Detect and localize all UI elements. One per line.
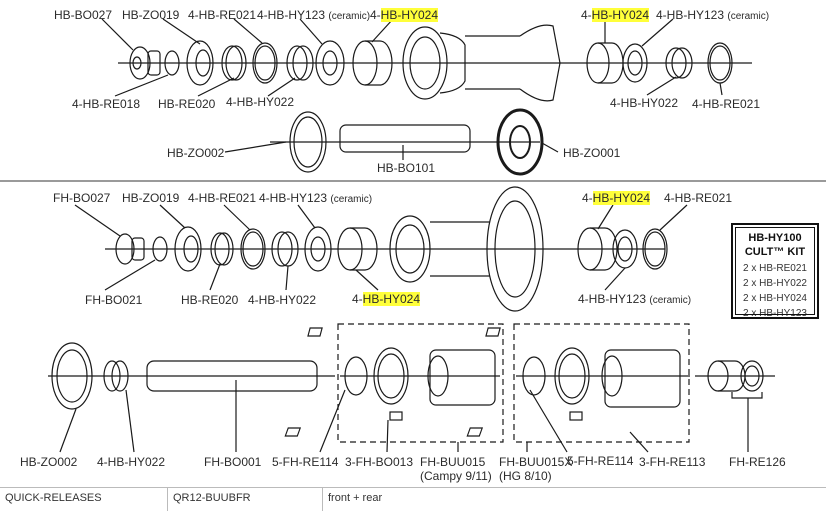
part-label-hb-zo002: HB-ZO002	[20, 455, 78, 469]
part-label-fh-bo001: FH-BO001	[204, 455, 262, 469]
part-label-fh-buu015: FH-BUU015 (Campy 9/11)	[420, 455, 492, 483]
part-label-4-hb-hy024-right: 4-HB-HY024	[581, 8, 650, 22]
part-label-hb-zo019: HB-ZO019	[122, 191, 180, 205]
part-label-3-fh-bo013: 3-FH-BO013	[345, 455, 414, 469]
highlighted-part-code: HB-HY024	[592, 191, 651, 205]
part-label-4-hb-hy024-right: 4-HB-HY024	[582, 191, 651, 205]
kit-row: 2 x HB-RE021	[743, 263, 807, 274]
part-code: FH-BUU015	[420, 455, 486, 469]
part-note: (HG 8/10)	[499, 469, 552, 483]
part-label-4-hb-hy123-right: 4-HB-HY123 (ceramic)	[656, 8, 769, 24]
part-prefix: 4-	[370, 8, 381, 22]
part-code: FH-BUU015X	[499, 455, 573, 469]
part-label-hb-bo027: HB-BO027	[54, 8, 113, 22]
part-label-fh-re126: FH-RE126	[729, 455, 786, 469]
kit-row: 2 x HB-HY022	[743, 278, 807, 289]
part-label-4-hb-hy022: 4-HB-HY022	[226, 95, 295, 109]
part-label-4-hb-re018: 4-HB-RE018	[72, 97, 141, 111]
part-label-hb-zo019: HB-ZO019	[122, 8, 180, 22]
part-label-5-fh-re114: 5-FH-RE114	[272, 455, 339, 469]
kit-row: 2 x HB-HY123	[743, 308, 807, 319]
part-prefix: 4-	[352, 292, 363, 306]
part-note: (ceramic)	[330, 194, 373, 205]
part-label-4-hb-re021: 4-HB-RE021	[188, 191, 257, 205]
part-label-fh-bo021: FH-BO021	[85, 293, 143, 307]
footer-code: QR12-BUUBFR	[168, 488, 323, 511]
part-label-fh-bo027: FH-BO027	[53, 191, 111, 205]
part-label-5-fh-re114-right: 5-FH-RE114	[567, 454, 634, 468]
part-label-hb-re020: HB-RE020	[158, 97, 216, 111]
part-note: (ceramic)	[649, 295, 692, 306]
part-label-4-hb-hy123-right: 4-HB-HY123 (ceramic)	[578, 292, 691, 308]
highlighted-part-code: HB-HY024	[380, 8, 439, 22]
part-label-hb-zo001: HB-ZO001	[563, 146, 621, 160]
part-code: 4-HB-HY123	[259, 191, 328, 205]
footer-category: QUICK-RELEASES	[0, 488, 168, 511]
kit-title-code: HB-HY100	[748, 232, 802, 244]
part-code: 4-HB-HY123	[656, 8, 725, 22]
section-divider	[0, 180, 826, 182]
part-label-4-hb-hy022-right: 4-HB-HY022	[610, 96, 679, 110]
part-label-4-hb-re021-right: 4-HB-RE021	[692, 97, 761, 111]
part-prefix: 4-	[582, 191, 593, 205]
quick-release-row: QUICK-RELEASES QR12-BUUBFR front + rear	[0, 487, 826, 511]
part-label-3-fh-re113: 3-FH-RE113	[639, 455, 706, 469]
part-label-4-hb-re021: 4-HB-RE021	[188, 8, 257, 22]
part-label-4-hb-re021-right: 4-HB-RE021	[664, 191, 733, 205]
part-label-hb-zo002: HB-ZO002	[167, 146, 225, 160]
part-label-fh-buu015x: FH-BUU015X (HG 8/10)	[499, 455, 572, 483]
part-label-4-hb-hy123: 4-HB-HY123 (ceramic)	[259, 191, 372, 207]
part-prefix: 4-	[581, 8, 592, 22]
part-label-4-hb-hy022: 4-HB-HY022	[97, 455, 166, 469]
kit-title-name: CULT™ KIT	[744, 246, 806, 258]
cult-kit-box: HB-HY100 CULT™ KIT 2 x HB-RE021 2 x HB-H…	[731, 223, 819, 319]
part-code: 4-HB-HY123	[257, 8, 326, 22]
kit-row: 2 x HB-HY024	[743, 293, 807, 304]
part-note: (ceramic)	[727, 11, 770, 22]
part-note: (ceramic)	[328, 11, 371, 22]
footer-description: front + rear	[328, 492, 383, 504]
part-label-4-hb-hy123: 4-HB-HY123 (ceramic)	[257, 8, 370, 24]
part-label-hb-bo101: HB-BO101	[377, 161, 436, 175]
part-label-4-hb-hy024: 4-HB-HY024	[370, 8, 439, 22]
part-code: 4-HB-HY123	[578, 292, 647, 306]
part-label-hb-re020: HB-RE020	[181, 293, 239, 307]
highlighted-part-code: HB-HY024	[591, 8, 650, 22]
highlighted-part-code: HB-HY024	[362, 292, 421, 306]
part-label-4-hb-hy024-left: 4-HB-HY024	[352, 292, 421, 306]
part-note: (Campy 9/11)	[420, 469, 492, 483]
part-label-4-hb-hy022: 4-HB-HY022	[248, 293, 317, 307]
